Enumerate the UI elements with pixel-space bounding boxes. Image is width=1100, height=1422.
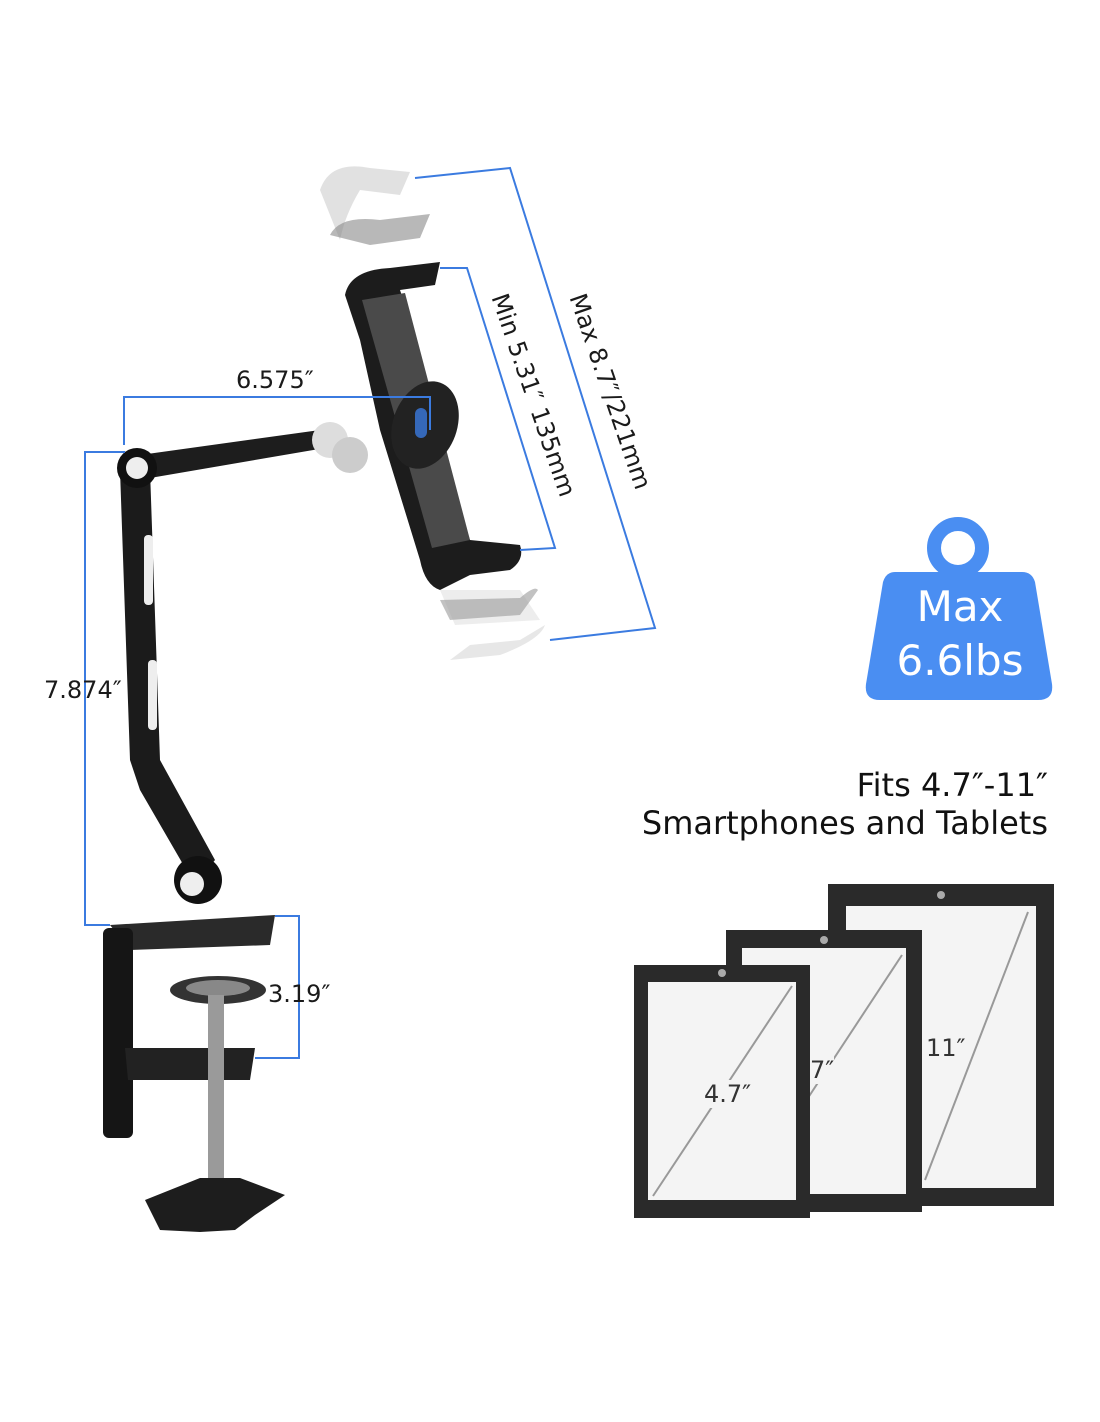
fits-line2: Smartphones and Tablets <box>641 804 1048 842</box>
phone-holder <box>345 262 522 590</box>
tablet-11-label: 11″ <box>926 1034 966 1062</box>
weight-badge-text: Max 6.6lbs <box>880 580 1040 688</box>
fits-caption: Fits 4.7″-11″ Smartphones and Tablets <box>642 766 1048 842</box>
holder-ghost-mid <box>330 214 538 620</box>
arm-height-label: 7.874″ <box>44 676 122 704</box>
weight-icon <box>865 517 1053 700</box>
device-size-icons <box>634 884 1054 1218</box>
desk-clamp <box>103 915 285 1232</box>
tablet-7-label: 7″ <box>810 1056 835 1084</box>
clamp-opening-label: 3.19″ <box>268 980 331 1008</box>
phone-4.7-label: 4.7″ <box>704 1080 752 1108</box>
weight-badge-line2: 6.6lbs <box>896 636 1024 685</box>
weight-badge-line1: Max <box>916 582 1004 631</box>
dimension-lines <box>84 166 657 1059</box>
arm-width-label: 6.575″ <box>236 366 314 394</box>
fits-line1: Fits 4.7″-11″ <box>856 766 1048 804</box>
mount-arm <box>117 422 368 904</box>
